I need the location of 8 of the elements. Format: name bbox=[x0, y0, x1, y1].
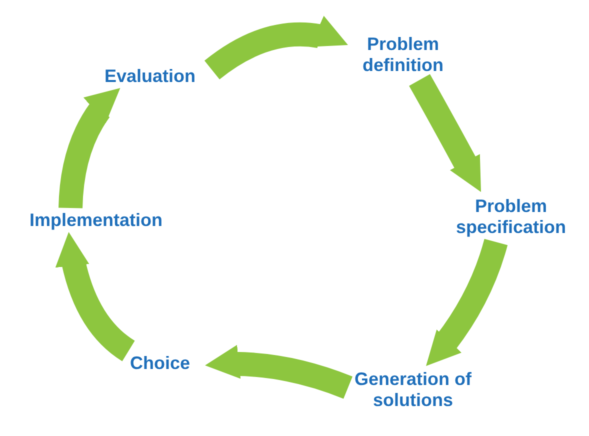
step-label: Generation of solutions bbox=[353, 369, 472, 411]
step-label: Problem specification bbox=[454, 196, 568, 238]
curved-arrow bbox=[204, 346, 352, 399]
step-label: Implementation bbox=[29, 210, 162, 230]
curved-arrow bbox=[56, 230, 136, 361]
step-label: Choice bbox=[130, 352, 190, 374]
step-label: Problem definition bbox=[362, 34, 444, 76]
step-label: Evaluation bbox=[104, 66, 196, 86]
